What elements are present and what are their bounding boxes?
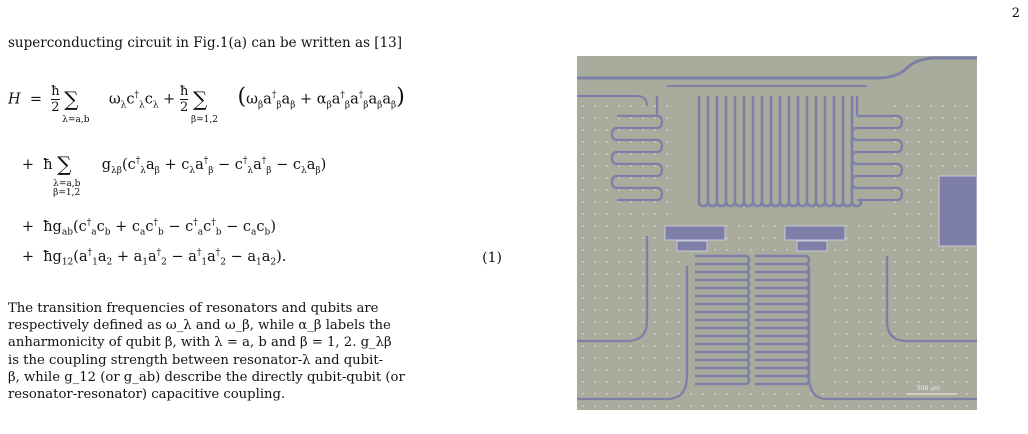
- equation-number: (1): [482, 250, 502, 266]
- page-number: 2: [1011, 6, 1020, 21]
- paragraph-line: is the coupling strength between resonat…: [8, 352, 384, 368]
- paragraph-line: resonator-resonator) capacitive coupling…: [8, 387, 286, 403]
- paragraph-line: The transition frequencies of resonators…: [8, 301, 379, 316]
- body-paragraph: The transition frequencies of resonators…: [8, 300, 501, 403]
- scale-bar-label: 500 μm: [917, 385, 940, 392]
- circuit-micrograph: 500 μm: [577, 56, 977, 410]
- paragraph-line: anharmonicity of qubit β, with λ = a, b …: [8, 335, 392, 351]
- paragraph-line: β, while g_12 (or g_ab) describe the dir…: [8, 369, 405, 385]
- intro-text: superconducting circuit in Fig.1(a) can …: [8, 35, 403, 51]
- paragraph-line: respectively defined as ω_λ and ω_β, whi…: [8, 318, 391, 334]
